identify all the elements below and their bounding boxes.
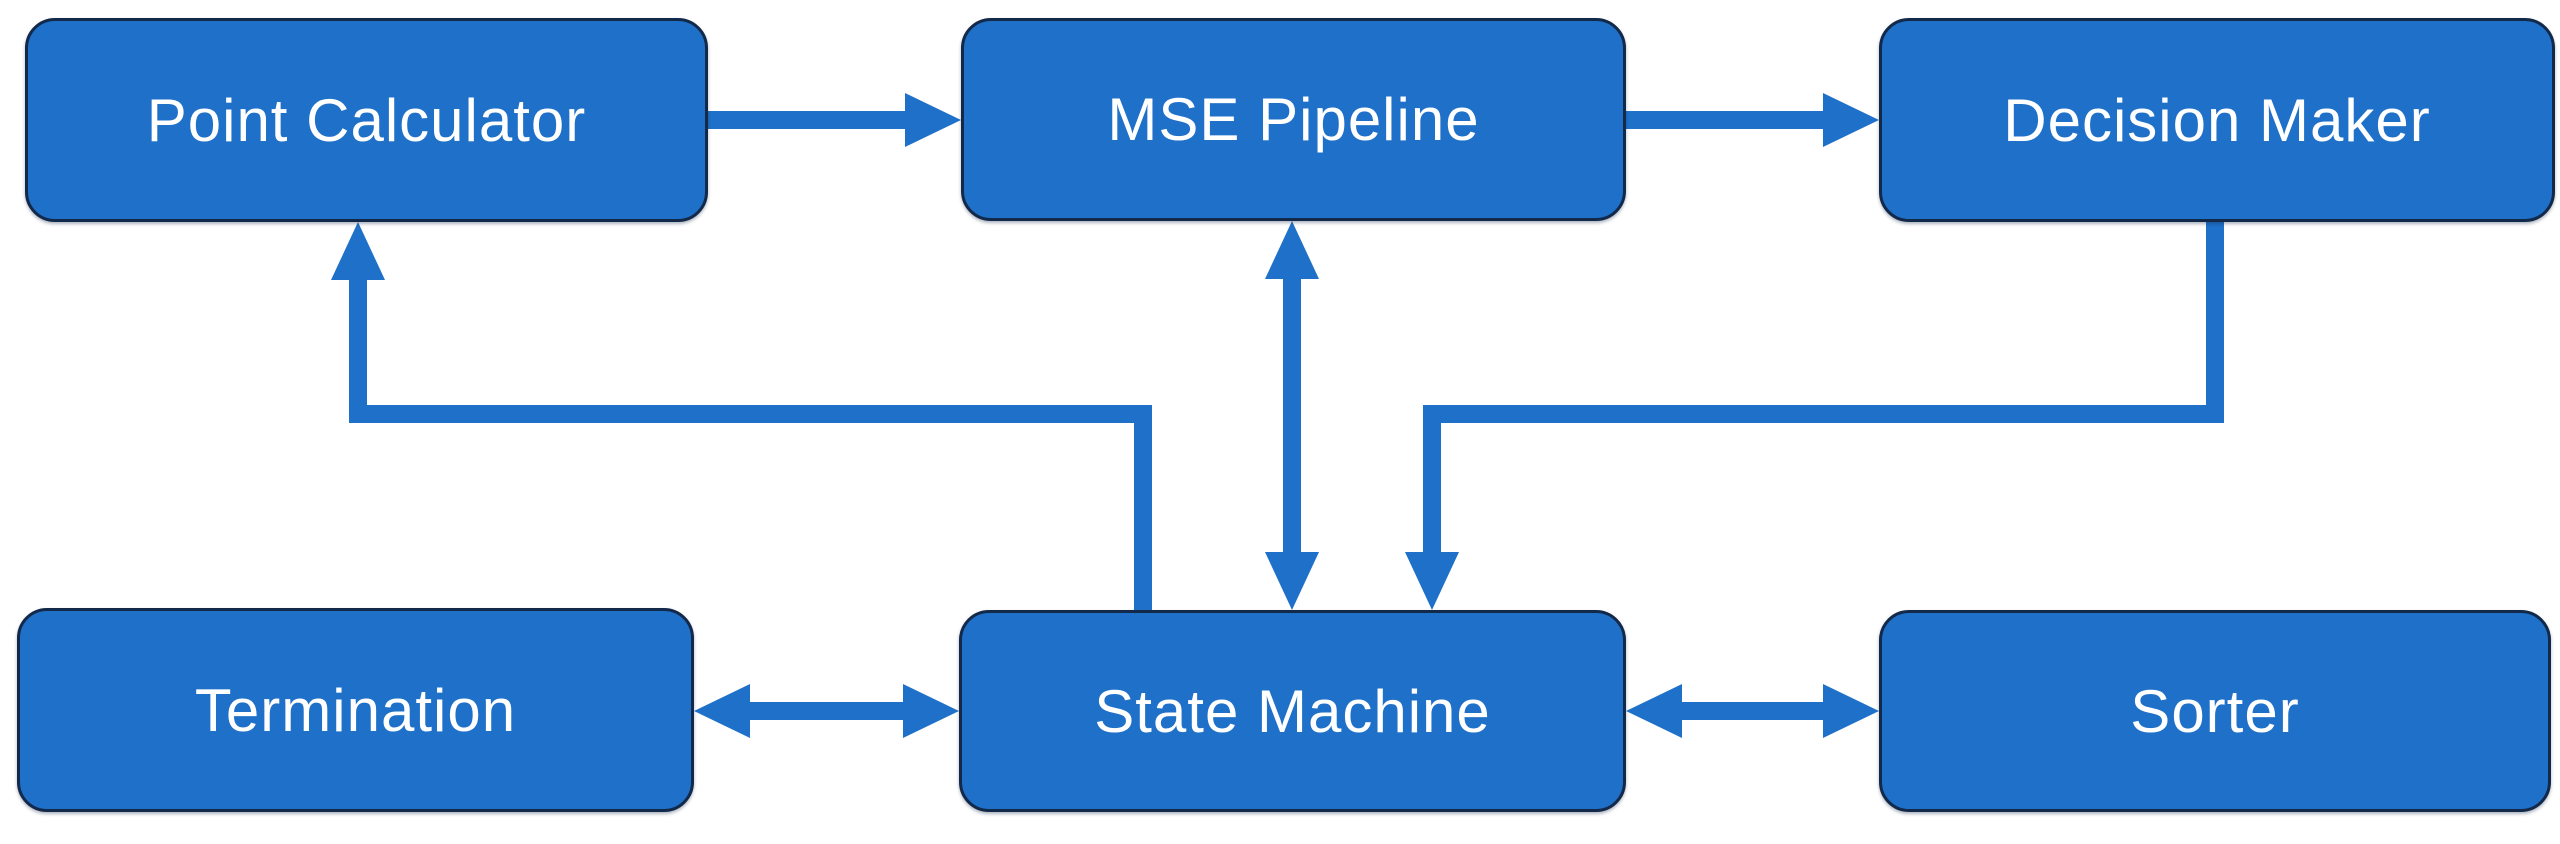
node-label-point-calculator: Point Calculator: [146, 86, 587, 154]
node-mse-pipeline: MSE Pipeline: [961, 18, 1626, 221]
edge-point-calculator-to-mse-pipeline: [700, 93, 961, 147]
arrowhead-right: [1823, 93, 1879, 147]
edge-decision-maker-to-state-machine: [1405, 220, 2224, 610]
node-label-state-machine: State Machine: [1094, 677, 1491, 745]
edge-termination-state-machine-two-way: [694, 684, 959, 738]
arrowhead-right: [905, 93, 961, 147]
node-point-calculator: Point Calculator: [25, 18, 708, 222]
edge-segment: [700, 111, 905, 129]
edge-state-machine-sorter-two-way: [1626, 684, 1879, 738]
arrowhead-right: [1823, 684, 1879, 738]
edge-mse-pipeline-to-decision-maker: [1620, 93, 1879, 147]
arrowhead-left: [694, 684, 750, 738]
edge-segment-horizontal: [349, 405, 1152, 423]
node-label-mse-pipeline: MSE Pipeline: [1107, 86, 1480, 153]
edge-state-machine-to-point-calculator: [331, 222, 1152, 612]
arrowhead-left: [1626, 684, 1682, 738]
arrowhead-up: [1265, 221, 1319, 279]
arrowhead-down: [1265, 552, 1319, 610]
node-decision-maker: Decision Maker: [1879, 18, 2555, 222]
edge-mse-pipeline-state-machine-two-way: [1265, 221, 1319, 610]
node-state-machine: State Machine: [959, 610, 1626, 812]
node-label-sorter: Sorter: [2130, 677, 2300, 745]
arrowhead-up: [331, 222, 385, 280]
edge-segment: [1620, 111, 1823, 129]
edge-segment-horizontal: [1423, 405, 2224, 423]
node-sorter: Sorter: [1879, 610, 2551, 812]
arrowhead-right: [903, 684, 959, 738]
edge-segment-vertical: [1423, 405, 1441, 554]
edge-segment-vertical: [349, 280, 367, 423]
arrowhead-down: [1405, 552, 1459, 610]
edge-segment-vertical: [2206, 220, 2224, 423]
edge-segment: [750, 702, 903, 720]
edge-segment: [1283, 279, 1301, 552]
node-termination: Termination: [17, 608, 694, 812]
node-label-termination: Termination: [194, 676, 517, 744]
node-label-decision-maker: Decision Maker: [2003, 86, 2431, 154]
edge-segment: [1682, 702, 1823, 720]
edge-segment-vertical: [1134, 405, 1152, 612]
